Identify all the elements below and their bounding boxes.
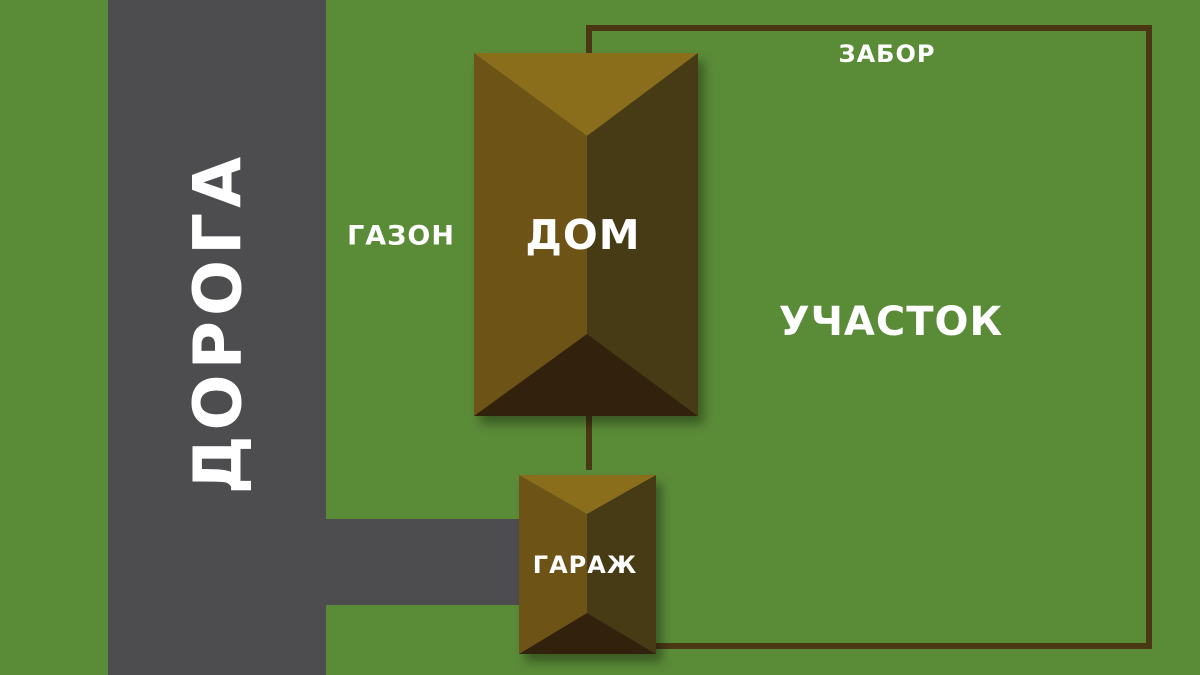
house-roof-left: [474, 53, 587, 416]
garage-roof-left: [519, 475, 587, 654]
garage-label: ГАРАЖ: [533, 551, 637, 579]
house-roof-bottom: [474, 334, 698, 416]
fence-label: ЗАБОР: [839, 40, 936, 68]
lawn-label: ГАЗОН: [347, 221, 455, 252]
road: [108, 0, 326, 675]
garage-roof-right: [587, 475, 656, 654]
house-roof: [474, 53, 698, 416]
house-roof-top: [474, 53, 698, 136]
garage-roof-top: [519, 475, 656, 514]
house-roof-right: [587, 53, 698, 416]
garage-roof-bottom: [519, 613, 656, 654]
garage-roof: [519, 475, 656, 654]
driveway: [320, 519, 530, 605]
road-label: ДОРОГА: [180, 152, 257, 495]
house-label: ДОМ: [525, 211, 640, 259]
plot-label: УЧАСТОК: [779, 299, 1003, 345]
